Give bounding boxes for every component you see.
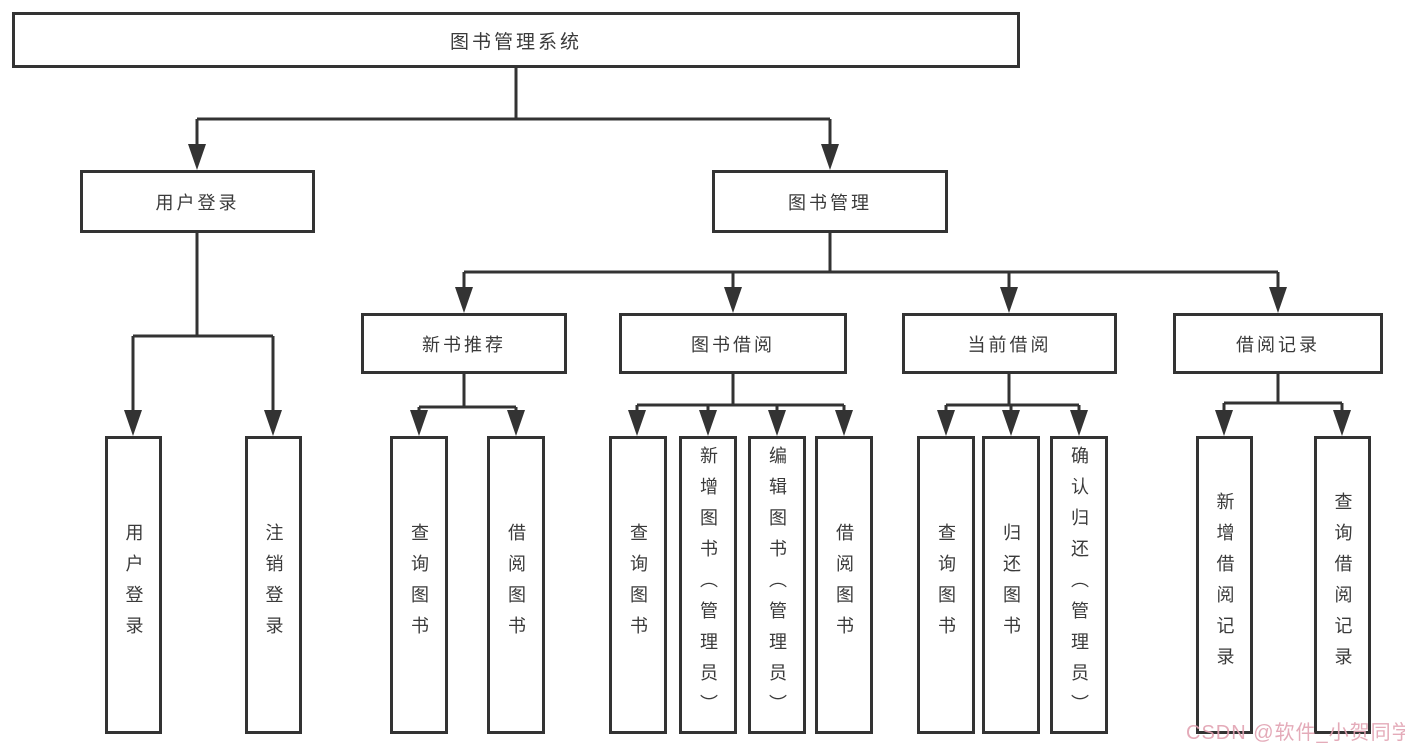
node-current-borrow: 当前借阅 bbox=[902, 313, 1117, 374]
leaf-borrow-add-books-admin-label: 新增图书（管理员） bbox=[698, 445, 718, 725]
leaf-borrow-edit-books-admin-label: 编辑图书（管理员） bbox=[767, 445, 787, 725]
leaf-current-return-books-label: 归还图书 bbox=[1001, 523, 1021, 647]
leaf-borrow-borrow-books-label: 借阅图书 bbox=[834, 523, 854, 647]
node-borrow-records: 借阅记录 bbox=[1173, 313, 1383, 374]
leaf-user-login-label: 用户登录 bbox=[123, 523, 144, 647]
leaf-records-query-record-label: 查询借阅记录 bbox=[1332, 492, 1353, 678]
node-root: 图书管理系统 bbox=[12, 12, 1020, 68]
leaf-newbook-borrow-books: 借阅图书 bbox=[487, 436, 545, 734]
node-borrow-records-label: 借阅记录 bbox=[1236, 334, 1320, 355]
leaf-logout: 注销登录 bbox=[245, 436, 302, 734]
node-user-login-label: 用户登录 bbox=[155, 192, 240, 213]
leaf-user-login: 用户登录 bbox=[105, 436, 162, 734]
leaf-newbook-query-books: 查询图书 bbox=[390, 436, 448, 734]
leaf-current-confirm-return-admin-label: 确认归还（管理员） bbox=[1069, 445, 1089, 725]
leaf-borrow-add-books-admin: 新增图书（管理员） bbox=[679, 436, 737, 734]
leaf-logout-label: 注销登录 bbox=[263, 523, 284, 647]
node-user-login: 用户登录 bbox=[80, 170, 315, 233]
leaf-borrow-query-books-label: 查询图书 bbox=[628, 523, 648, 647]
leaf-current-query-books-label: 查询图书 bbox=[936, 523, 956, 647]
leaf-current-confirm-return-admin: 确认归还（管理员） bbox=[1050, 436, 1108, 734]
node-book-management-label: 图书管理 bbox=[788, 192, 872, 213]
leaf-borrow-edit-books-admin: 编辑图书（管理员） bbox=[748, 436, 806, 734]
node-new-book-recommend: 新书推荐 bbox=[361, 313, 567, 374]
node-root-label: 图书管理系统 bbox=[449, 31, 582, 53]
leaf-borrow-query-books: 查询图书 bbox=[609, 436, 667, 734]
node-book-management: 图书管理 bbox=[712, 170, 948, 233]
node-current-borrow-label: 当前借阅 bbox=[967, 334, 1052, 355]
leaf-current-return-books: 归还图书 bbox=[982, 436, 1040, 734]
leaf-current-query-books: 查询图书 bbox=[917, 436, 975, 734]
leaf-newbook-query-books-label: 查询图书 bbox=[409, 523, 429, 647]
leaf-newbook-borrow-books-label: 借阅图书 bbox=[506, 523, 526, 647]
csdn-watermark: CSDN @软件_小贺同学 bbox=[1186, 722, 1405, 744]
leaf-records-add-record: 新增借阅记录 bbox=[1196, 436, 1253, 734]
node-book-borrow-label: 图书借阅 bbox=[691, 334, 775, 355]
leaf-borrow-borrow-books: 借阅图书 bbox=[815, 436, 873, 734]
node-book-borrow: 图书借阅 bbox=[619, 313, 847, 374]
leaf-records-query-record: 查询借阅记录 bbox=[1314, 436, 1371, 734]
leaf-records-add-record-label: 新增借阅记录 bbox=[1214, 492, 1235, 678]
node-new-book-recommend-label: 新书推荐 bbox=[422, 334, 506, 355]
